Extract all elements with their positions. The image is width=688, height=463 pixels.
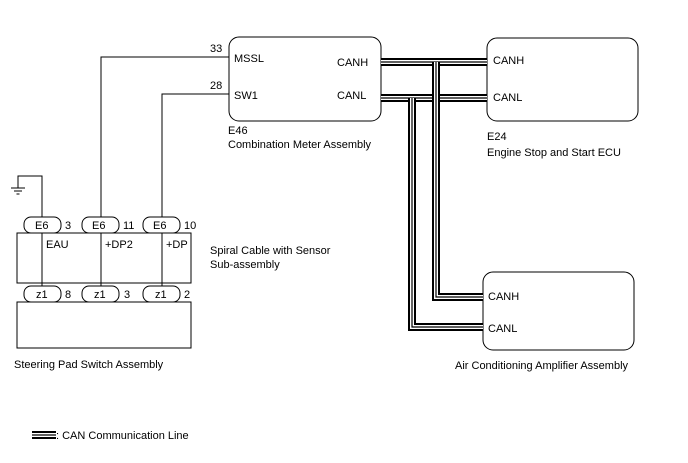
connector-e6-pin10-number: 10 [184, 220, 196, 232]
steering-pad-box [16, 301, 192, 349]
connector-z1-pin8-number: 8 [65, 289, 71, 301]
meter-pin-sw1-label: SW1 [234, 90, 258, 102]
ac-amplifier-pin-canl-label: CANL [488, 323, 517, 335]
connector-e6-pin3-code: E6 [35, 220, 48, 232]
ac-amplifier-pin-canh-label: CANH [488, 291, 519, 303]
connector-z1-pin8-code: z1 [36, 289, 48, 301]
signal-dp2-label: +DP2 [105, 239, 133, 251]
wire-ground [17, 175, 43, 217]
meter-pin-28-number: 28 [210, 80, 222, 92]
connector-e6-pin11-code: E6 [92, 220, 105, 232]
spiral-cable-name-line2: Sub-assembly [210, 259, 280, 271]
can-line-canl-to-ac-amplifier [408, 98, 483, 331]
connector-z1-pin2-number: 2 [184, 289, 190, 301]
engine-ecu-box [486, 37, 639, 122]
engine-ecu-pin-canh-label: CANH [493, 55, 524, 67]
ground-icon [11, 187, 25, 195]
engine-ecu-name: Engine Stop and Start ECU [487, 147, 621, 159]
connector-z1-pin3-code: z1 [94, 289, 106, 301]
engine-ecu-pin-canl-label: CANL [493, 92, 522, 104]
spiral-cable-box [16, 232, 192, 284]
connector-e6-pin10-code: E6 [153, 220, 166, 232]
connector-z1-pin2-code: z1 [155, 289, 167, 301]
meter-pin-33-number: 33 [210, 43, 222, 55]
connector-z1-pin3-number: 3 [124, 289, 130, 301]
ac-amplifier-name: Air Conditioning Amplifier Assembly [455, 360, 629, 372]
signal-dp-label: +DP [166, 239, 188, 251]
can-line-canh-to-ac-amplifier [432, 62, 483, 301]
combination-meter-box [228, 36, 382, 122]
meter-code: E46 [228, 125, 248, 137]
meter-pin-canh-label: CANH [337, 57, 368, 69]
wire-mssl [100, 56, 229, 217]
meter-pin-canl-label: CANL [337, 90, 366, 102]
meter-name: Combination Meter Assembly [228, 139, 372, 151]
connector-e6-pin11-number: 11 [123, 220, 134, 232]
spiral-cable-name-line1: Spiral Cable with Sensor [210, 245, 331, 257]
engine-ecu-code: E24 [487, 131, 507, 143]
steering-pad-name: Steering Pad Switch Assembly [14, 359, 164, 371]
wire-sw1 [161, 93, 229, 217]
meter-pin-mssl-label: MSSL [234, 53, 264, 65]
ac-amplifier-box [482, 271, 635, 351]
connector-e6-pin3-number: 3 [65, 220, 71, 232]
legend-can-line-label: : CAN Communication Line [56, 430, 189, 442]
signal-eau-label: EAU [46, 239, 69, 251]
